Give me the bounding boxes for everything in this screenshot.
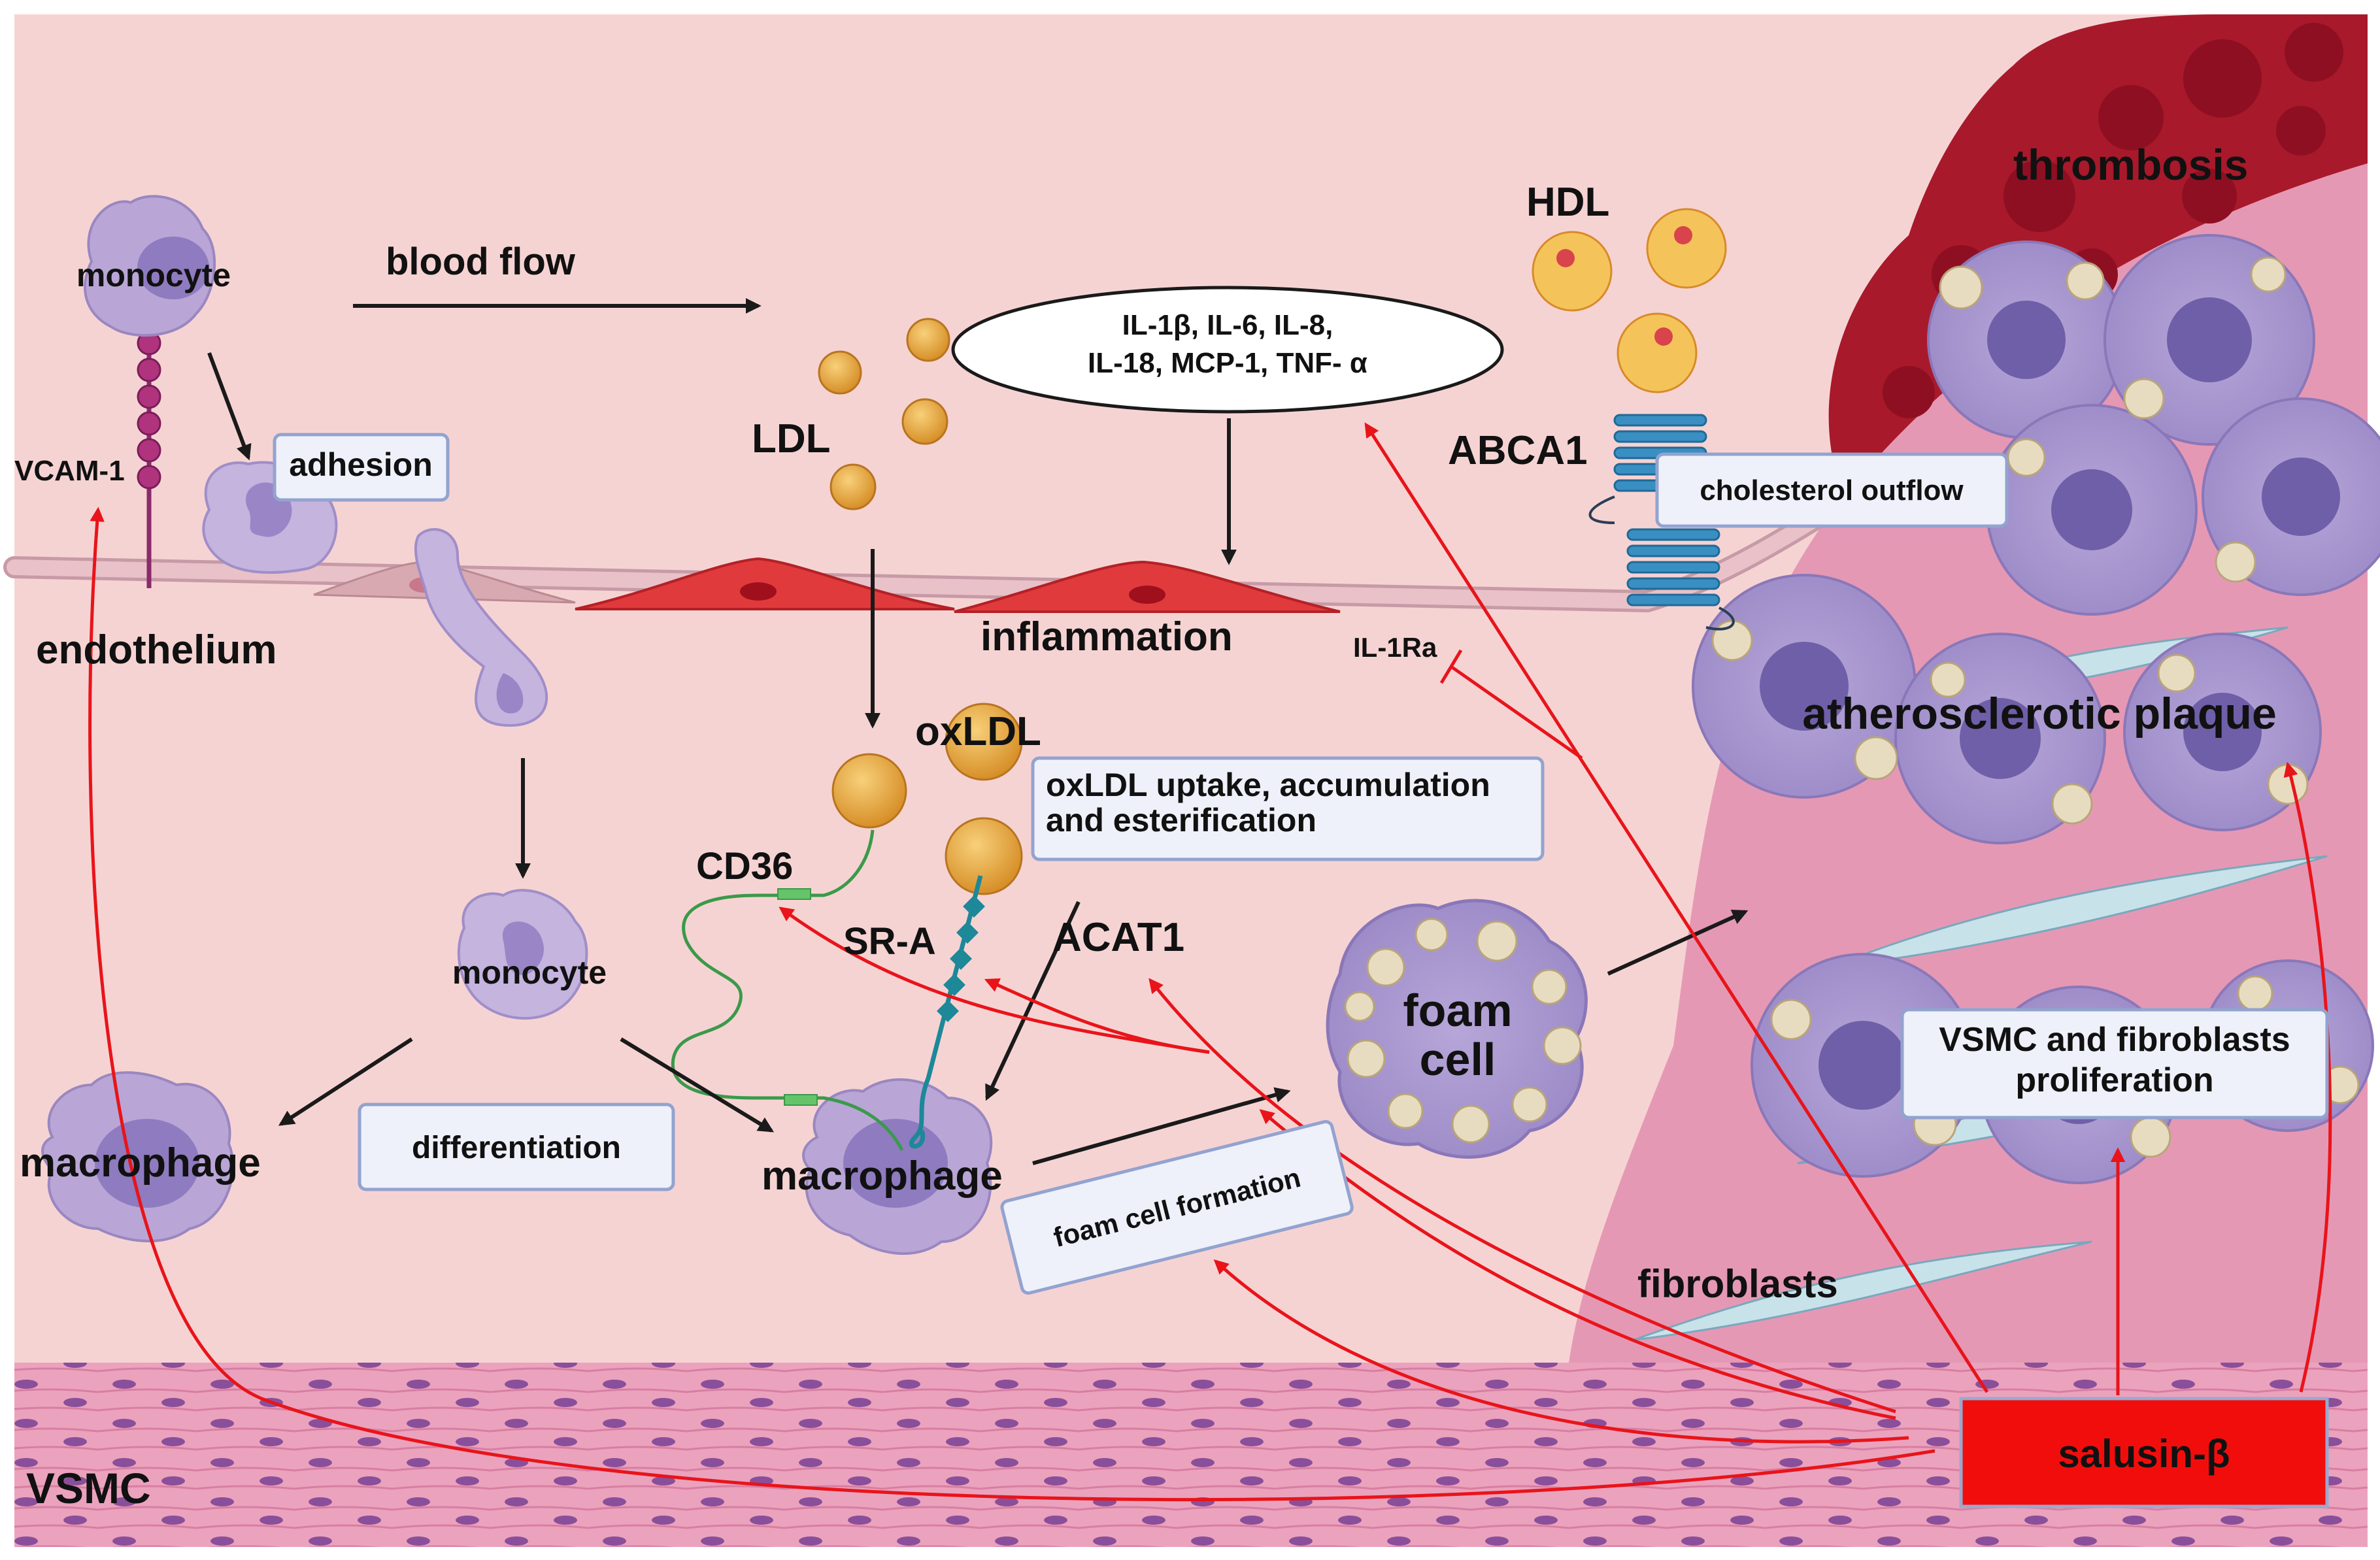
oxldl-label: oxLDL [915, 709, 1041, 754]
arrow-monocyte-to-left-macrophage [278, 1037, 413, 1126]
oxldl-uptake-line2: and esterification [1046, 802, 1316, 838]
cholesterol-outflow-label: cholesterol outflow [1700, 474, 1964, 506]
ldl-particles [818, 318, 950, 510]
cholesterol-outflow-box: cholesterol outflow [1655, 452, 2009, 528]
proliferation-line2: proliferation [2015, 1061, 2213, 1099]
fibroblasts-label: fibroblasts [1637, 1262, 1838, 1306]
hdl-label: HDL [1526, 180, 1609, 225]
arrow-monocyte-to-adhesion [207, 352, 252, 461]
cytokine-ellipse: IL-1β, IL-6, IL-8, IL-18, MCP-1, TNF- α [951, 286, 1504, 414]
differentiation-label: differentiation [412, 1131, 621, 1165]
salusin-box: salusin-β [1959, 1397, 2329, 1508]
atherosclerotic-plaque-label: atherosclerotic plaque [1802, 689, 2277, 739]
endothelium-label: endothelium [36, 627, 277, 672]
acat1-label: ACAT1 [1052, 915, 1184, 960]
monocyte-middle [457, 889, 588, 1020]
hdl-particles [1532, 208, 1727, 393]
differentiation-box: differentiation [358, 1103, 675, 1191]
foam-cell-label-1: foam [1403, 985, 1512, 1036]
cd36-receptor [671, 829, 904, 1152]
blood-flow-label: blood flow [386, 241, 576, 283]
macrophage-center [802, 1078, 993, 1255]
adhesion-label: adhesion [289, 446, 432, 483]
abca1-loop [1588, 495, 1735, 631]
hub-to-cd36 [779, 906, 1210, 1054]
foam-cell-label-2: cell [1420, 1034, 1496, 1085]
macrophage-center-label: macrophage [762, 1153, 1003, 1199]
salusin-label: salusin-β [2058, 1432, 2230, 1476]
salusin-to-cytokines [1364, 422, 1989, 1393]
vsmc-label: VSMC [26, 1464, 151, 1512]
abca1-label: ABCA1 [1448, 428, 1588, 473]
cd36-segment [777, 888, 811, 900]
proliferation-line1: VSMC and fibroblasts [1939, 1021, 2290, 1059]
thrombosis-label: thrombosis [2013, 141, 2248, 189]
macrophage-left [41, 1071, 235, 1242]
ldl-label: LDL [752, 416, 831, 461]
salusin-to-foam-formation [1213, 1259, 1909, 1444]
sr-a-receptor [909, 875, 985, 1149]
salusin-inhibits-il1ra [1450, 665, 1583, 760]
adhesion-box: adhesion [273, 433, 450, 502]
inhibit-bar [1439, 649, 1463, 684]
il1ra-label: IL-1Ra [1353, 632, 1437, 663]
sr-a-label: SR-A [843, 920, 936, 963]
salusin-to-acat1 [1148, 978, 1896, 1414]
proliferation-box: VSMC and fibroblasts proliferation [1900, 1008, 2329, 1120]
macrophage-left-label: macrophage [20, 1140, 261, 1186]
hub-to-sr-a [984, 978, 1210, 1054]
oxldl-uptake-box: oxLDL uptake, accumulation and esterific… [1031, 756, 1545, 861]
foam-cell [1326, 899, 1588, 1159]
vcam-1-label: VCAM-1 [14, 455, 125, 487]
monocyte-transmigrating [414, 528, 548, 727]
inflammation-label: inflammation [980, 614, 1233, 659]
oxldl-particles [831, 703, 1023, 895]
arrow-monocyte-to-center-macrophage [620, 1037, 775, 1133]
oxldl-uptake-line1: oxLDL uptake, accumulation [1046, 767, 1490, 803]
cd36-segment [784, 1094, 818, 1106]
cd36-label: CD36 [696, 845, 793, 888]
arrow-macrophage-to-foam [1032, 1087, 1291, 1165]
monocyte-mid-label: monocyte [452, 954, 607, 991]
arrow-foam-to-plaque [1607, 909, 1749, 976]
monocyte-top-label: monocyte [76, 257, 231, 293]
monocyte-top [84, 195, 216, 337]
cytokines-line1: IL-1β, IL-6, IL-8, [1122, 309, 1333, 341]
cytokines-line2: IL-18, MCP-1, TNF- α [1088, 347, 1367, 379]
vcam-1-receptor [137, 327, 161, 588]
salusin-to-vcam1 [88, 506, 1936, 1501]
